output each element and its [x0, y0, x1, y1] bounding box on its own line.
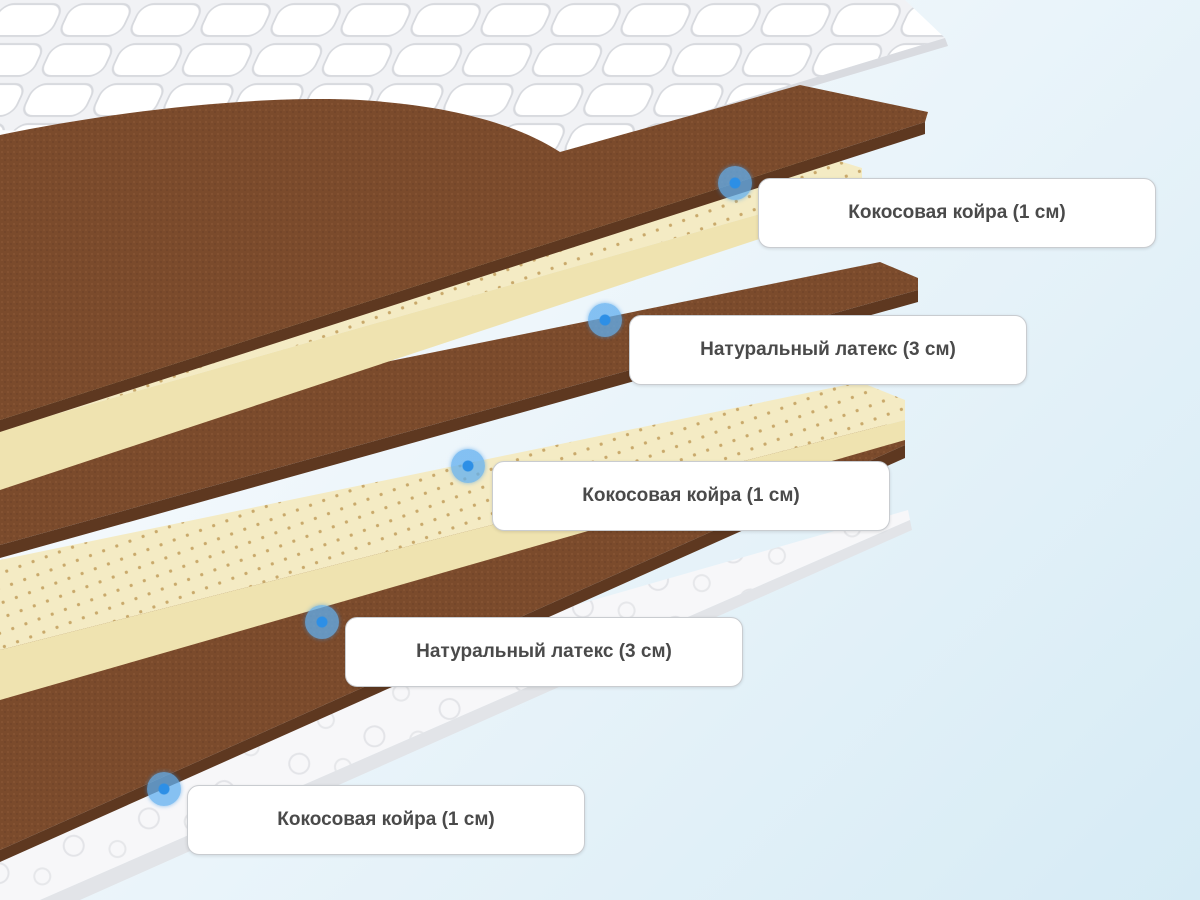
- layer-3-marker: [451, 449, 485, 483]
- layer-1-label: Кокосовая койра (1 см): [758, 178, 1156, 248]
- layer-4-marker: [305, 605, 339, 639]
- coir-layer-top: [0, 85, 928, 432]
- layer-2-marker: [588, 303, 622, 337]
- layer-4-label: Натуральный латекс (3 см): [345, 617, 743, 687]
- layer-3-label: Кокосовая койра (1 см): [492, 461, 890, 531]
- layer-5-label: Кокосовая койра (1 см): [187, 785, 585, 855]
- layer-2-label: Натуральный латекс (3 см): [629, 315, 1027, 385]
- layer-5-marker: [147, 772, 181, 806]
- layer-1-marker: [718, 166, 752, 200]
